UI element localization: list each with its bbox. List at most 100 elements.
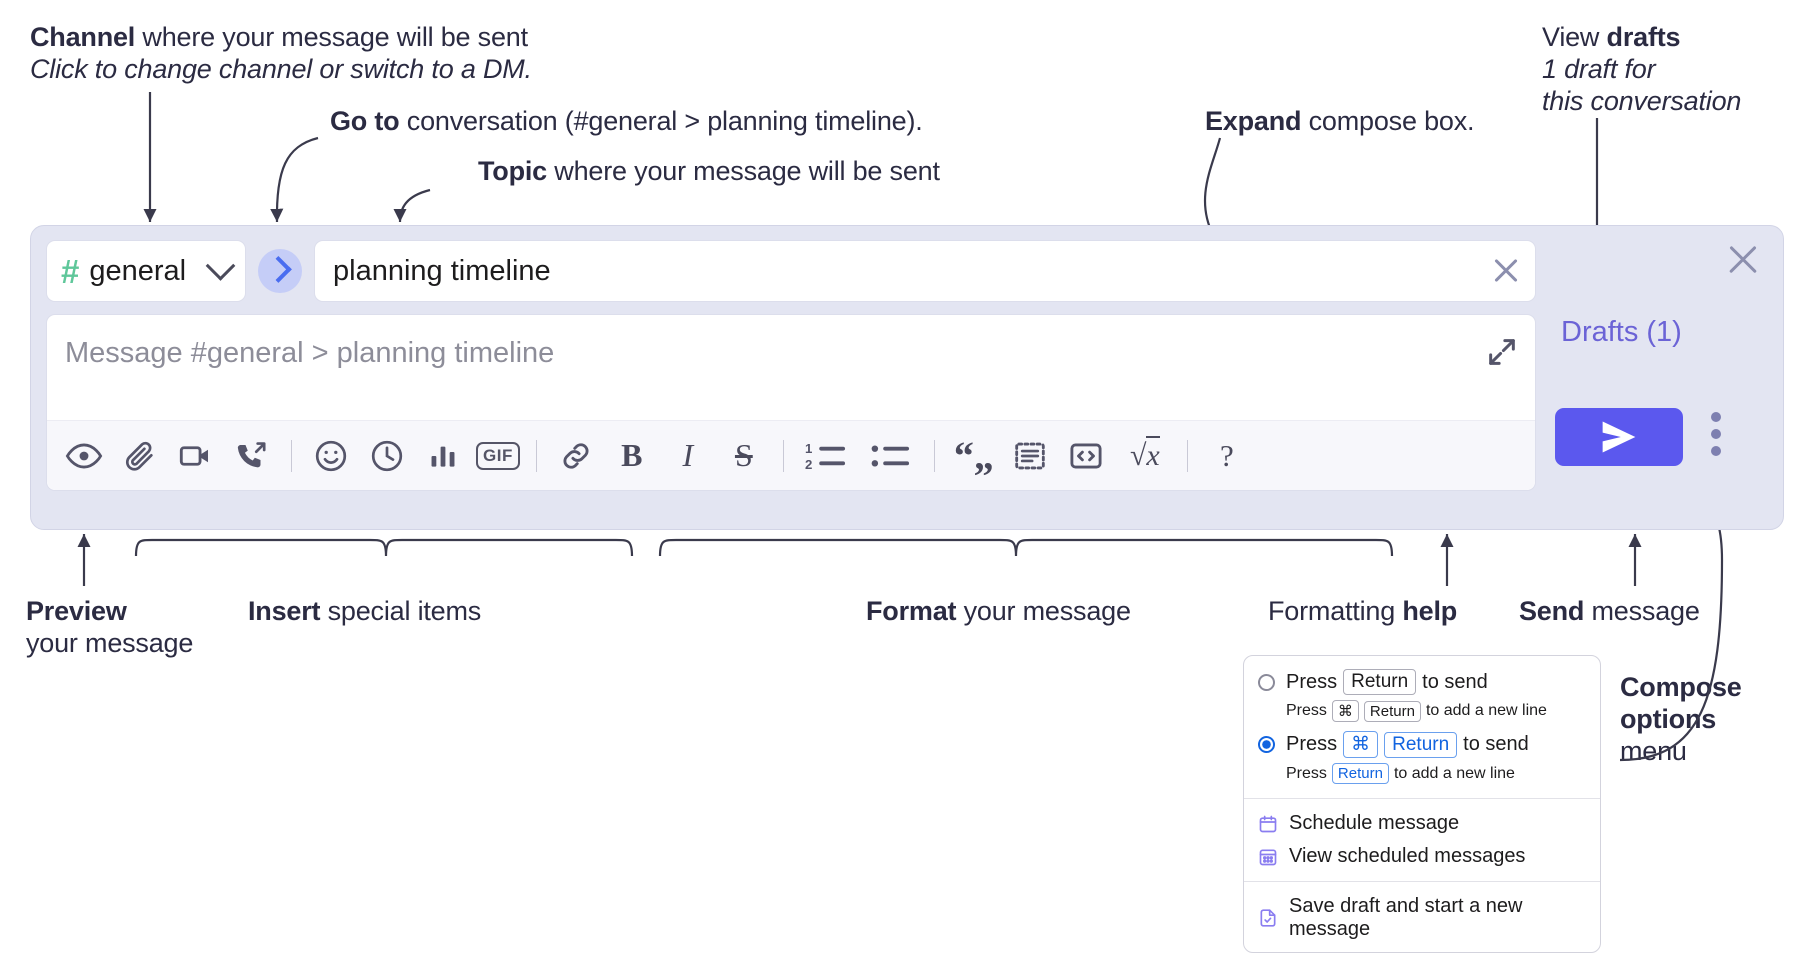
dot — [1711, 412, 1721, 422]
annotation-channel: Channel where your message will be sent … — [30, 22, 532, 86]
close-icon[interactable] — [1725, 242, 1761, 278]
annotation-expand: Expand compose box. — [1205, 106, 1475, 138]
menu-divider — [1244, 881, 1600, 882]
channel-name: general — [89, 254, 187, 287]
annotation-format: Format your message — [866, 596, 1131, 628]
topic-input[interactable]: planning timeline — [314, 240, 1536, 302]
channel-selector[interactable]: # general — [46, 240, 246, 302]
italic-icon[interactable]: I — [665, 433, 711, 479]
menu-item-save-draft[interactable]: Save draft and start a new message — [1244, 890, 1600, 946]
annotation-expand-rest: compose box. — [1301, 106, 1475, 136]
svg-text:2: 2 — [805, 457, 812, 472]
annotation-channel-italic: Click to change channel or switch to a D… — [30, 53, 532, 84]
audio-call-icon[interactable] — [229, 433, 275, 479]
drafts-link[interactable]: Drafts (1) — [1561, 316, 1682, 348]
toolbar-divider — [291, 439, 292, 472]
math-glyph: √x — [1130, 435, 1160, 473]
bold-icon[interactable]: B — [609, 433, 655, 479]
help-glyph: ? — [1219, 437, 1234, 473]
attachment-icon[interactable] — [117, 433, 163, 479]
message-placeholder: Message #general > planning timeline — [65, 337, 555, 369]
help-icon[interactable]: ? — [1204, 433, 1250, 479]
message-input[interactable]: Message #general > planning timeline — [46, 314, 1536, 491]
strikethrough-glyph: S — [734, 437, 753, 473]
annotation-goto-bold: Go to — [330, 106, 400, 136]
blockquote-glyph: “„ — [953, 432, 994, 478]
code-icon[interactable] — [1063, 433, 1109, 479]
option1-sub-tail: to add a new line — [1425, 702, 1547, 719]
svg-text:1: 1 — [805, 441, 812, 456]
send-button[interactable] — [1555, 408, 1683, 466]
topic-clear-icon[interactable] — [1491, 256, 1521, 286]
annotation-preview: Preview your message — [26, 596, 193, 660]
menu-item-schedule-message[interactable]: Schedule message — [1244, 807, 1600, 840]
topic-value: planning timeline — [333, 254, 551, 287]
goto-conversation-button[interactable] — [258, 249, 302, 293]
link-icon[interactable] — [553, 433, 599, 479]
annotation-compose-bold2: options — [1620, 703, 1717, 734]
italic-glyph: I — [682, 437, 694, 473]
toolbar-divider — [1186, 439, 1188, 472]
annotation-drafts-line3: this conversation — [1542, 85, 1742, 116]
menu-item-label: Schedule message — [1289, 812, 1460, 834]
option2-tail: to send — [1463, 733, 1529, 755]
menu-item-label: Save draft and start a new message — [1289, 895, 1523, 940]
annotation-topic-bold: Topic — [478, 156, 547, 186]
option1-subtext: Press ⌘ Return to add a new line — [1244, 698, 1600, 728]
annotation-formatting-help: Formatting help — [1268, 596, 1457, 628]
gif-label: GIF — [476, 441, 520, 470]
annotation-goto-rest: conversation (#general > planning timeli… — [399, 106, 923, 136]
annotation-topic: Topic where your message will be sent — [478, 156, 940, 188]
video-icon[interactable] — [173, 433, 219, 479]
chevron-right-icon — [264, 255, 292, 283]
chevron-down-icon — [205, 250, 236, 281]
annotation-send: Send message — [1519, 596, 1700, 628]
menu-divider — [1244, 798, 1600, 799]
option-return-to-send[interactable]: Press Return to send — [1244, 666, 1600, 698]
annotation-channel-rest: where your message will be sent — [135, 22, 528, 52]
radio-selected-icon[interactable] — [1258, 736, 1275, 753]
annotation-insert-rest: special items — [320, 596, 482, 626]
option2-sub-key: Return — [1331, 763, 1389, 784]
compose-options-menu: Press Return to send Press ⌘ Return to a… — [1243, 655, 1601, 953]
annotation-help-bold: help — [1402, 596, 1458, 626]
send-paperplane-icon — [1602, 421, 1636, 453]
dot — [1711, 446, 1721, 456]
hash-icon: # — [61, 252, 80, 290]
code-block-icon[interactable] — [1007, 433, 1053, 479]
blockquote-icon[interactable]: “„ — [951, 433, 997, 479]
annotation-insert: Insert special items — [248, 596, 481, 628]
option2-key2: Return — [1384, 731, 1458, 758]
option1-key: Return — [1343, 669, 1417, 695]
radio-unselected-icon[interactable] — [1258, 673, 1275, 691]
option2-sub-tail: to add a new line — [1393, 764, 1515, 782]
annotation-send-bold: Send — [1519, 596, 1585, 626]
annotation-insert-bold: Insert — [248, 596, 321, 626]
annotation-drafts: View drafts 1 draft for this conversatio… — [1542, 22, 1741, 118]
annotation-drafts-bold: drafts — [1606, 22, 1681, 52]
menu-item-view-scheduled[interactable]: View scheduled messages — [1244, 840, 1600, 873]
gif-icon[interactable]: GIF — [476, 433, 520, 479]
strikethrough-icon[interactable]: S — [721, 433, 767, 479]
annotation-expand-bold: Expand — [1205, 106, 1302, 136]
emoji-icon[interactable] — [308, 433, 354, 479]
math-icon[interactable]: √x — [1119, 433, 1171, 479]
toolbar-divider — [535, 439, 537, 472]
option2-sub-press: Press — [1286, 764, 1327, 782]
clock-icon[interactable] — [364, 433, 410, 479]
option-cmd-return-to-send[interactable]: Press ⌘ Return to send — [1244, 728, 1600, 761]
toolbar-divider — [933, 439, 935, 472]
option2-subtext: Press Return to add a new line — [1244, 761, 1600, 790]
compose-options-kebab[interactable] — [1711, 412, 1721, 463]
annotation-drafts-line2: 1 draft for — [1542, 53, 1656, 84]
bulleted-list-icon[interactable] — [864, 433, 918, 479]
ordered-list-icon[interactable]: 1 2 — [800, 433, 854, 479]
formatting-toolbar: GIF B I S — [47, 420, 1535, 490]
expand-compose-icon[interactable] — [1485, 335, 1519, 369]
annotation-help-rest: Formatting — [1268, 596, 1403, 626]
preview-icon[interactable] — [61, 433, 107, 479]
annotation-preview-bold: Preview — [26, 596, 127, 626]
bold-glyph: B — [621, 437, 643, 473]
poll-icon[interactable] — [420, 433, 466, 479]
annotation-send-rest: message — [1584, 596, 1700, 626]
